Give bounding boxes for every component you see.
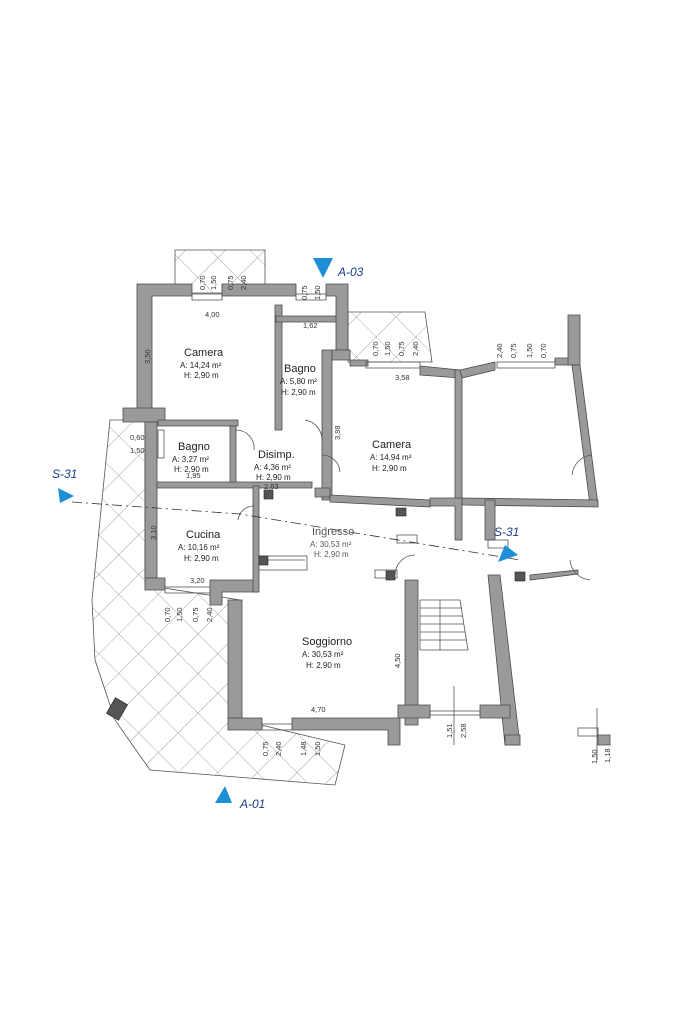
svg-text:A: 30,53 m²: A: 30,53 m² <box>310 540 352 549</box>
marker-s31-left-arrow <box>58 488 74 503</box>
marker-a01-arrow <box>215 786 232 803</box>
dim-soggiorno-height: 4,50 <box>393 653 402 668</box>
svg-text:H: 2,90 m: H: 2,90 m <box>372 464 407 473</box>
svg-text:1,48: 1,48 <box>299 741 308 756</box>
dim-stair-258: 2,58 <box>459 723 468 738</box>
svg-text:1,50: 1,50 <box>175 607 184 622</box>
svg-text:1,50: 1,50 <box>313 741 322 756</box>
marker-s31-right-label: S-31 <box>494 525 519 539</box>
window-dims-soggiorno: 0,75 2,40 1,48 1,50 <box>261 741 322 756</box>
window-dims-top-3: 0,70 1,50 0,75 2,40 <box>371 341 420 356</box>
dim-right-118: 1,18 <box>603 748 612 763</box>
svg-text:2,40: 2,40 <box>495 343 504 358</box>
dim-bagno1-width: 1,62 <box>303 321 318 330</box>
svg-text:A: 30,53 m²: A: 30,53 m² <box>302 650 344 659</box>
svg-text:H: 2,90 m: H: 2,90 m <box>281 388 316 397</box>
svg-text:2,40: 2,40 <box>274 741 283 756</box>
svg-text:A: 10,16 m²: A: 10,16 m² <box>178 543 220 552</box>
dim-camera2-height: 3,98 <box>333 425 342 440</box>
svg-text:H: 2,90 m: H: 2,90 m <box>256 473 291 482</box>
svg-text:2,40: 2,40 <box>205 607 214 622</box>
svg-text:Camera: Camera <box>184 347 224 359</box>
markers: A-03 A-01 S-31 S-31 <box>52 258 519 811</box>
marker-a03-label: A-03 <box>337 265 364 279</box>
window-dims-top-1: 0,70 1,50 0,75 2,40 <box>198 275 248 290</box>
dim-camera1-width: 4,00 <box>205 310 220 319</box>
fixtures <box>106 293 599 760</box>
svg-text:1,50: 1,50 <box>383 341 392 356</box>
dim-bagno2-width: 1,95 <box>186 471 201 480</box>
svg-text:0,70: 0,70 <box>163 607 172 622</box>
svg-text:Cucina: Cucina <box>186 529 221 541</box>
room-bagno-2: Bagno A: 3,27 m² H: 2,90 m <box>172 441 210 474</box>
room-camera-1: Camera A: 14,24 m² H: 2,90 m <box>180 347 224 380</box>
dim-terrace-060: 0,60 <box>130 433 145 442</box>
svg-text:0,75: 0,75 <box>397 341 406 356</box>
svg-text:2,40: 2,40 <box>411 341 420 356</box>
dim-camera2-width: 3,58 <box>395 373 410 382</box>
room-disimpegno: Disimp. A: 4,36 m² H: 2,90 m <box>254 449 295 482</box>
svg-text:A: 3,27 m²: A: 3,27 m² <box>172 455 209 464</box>
marker-a03-arrow <box>313 258 333 278</box>
svg-text:Disimp.: Disimp. <box>258 449 295 461</box>
svg-text:H: 2,90 m: H: 2,90 m <box>306 661 341 670</box>
svg-text:0,75: 0,75 <box>261 741 270 756</box>
marker-a01-label: A-01 <box>239 797 265 811</box>
svg-text:0,70: 0,70 <box>371 341 380 356</box>
walls <box>122 283 611 746</box>
dim-cucina-width: 3,20 <box>190 576 205 585</box>
dim-stair-151: 1,51 <box>445 723 454 738</box>
svg-text:1,50: 1,50 <box>209 275 218 290</box>
svg-text:H: 2,90 m: H: 2,90 m <box>184 554 219 563</box>
dimension-labels: 4,00 3,50 1,62 3,58 3,98 1,95 2,63 3,10 … <box>130 275 612 764</box>
dim-disimp-width: 2,63 <box>264 482 279 491</box>
svg-text:Soggiorno: Soggiorno <box>302 636 352 648</box>
window-dims-cucina: 0,70 1,50 0,75 2,40 <box>163 607 214 622</box>
svg-text:A: 14,94 m²: A: 14,94 m² <box>370 453 412 462</box>
svg-text:H: 2,90 m: H: 2,90 m <box>174 465 209 474</box>
svg-text:0,75: 0,75 <box>509 343 518 358</box>
staircase <box>419 599 469 651</box>
room-labels: Camera A: 14,24 m² H: 2,90 m Bagno A: 5,… <box>172 347 412 670</box>
svg-text:1,50: 1,50 <box>313 285 322 300</box>
dim-terrace-150: 1,50 <box>130 446 145 455</box>
svg-text:0,70: 0,70 <box>539 343 548 358</box>
svg-text:H: 2,90 m: H: 2,90 m <box>314 550 349 559</box>
svg-text:1,50: 1,50 <box>525 343 534 358</box>
marker-s31-right-arrow <box>498 545 518 562</box>
svg-text:2,40: 2,40 <box>239 275 248 290</box>
dim-right-150: 1,50 <box>590 749 599 764</box>
svg-text:A: 5,80 m²: A: 5,80 m² <box>280 377 317 386</box>
window-dims-top-2: 0,75 1,50 <box>300 285 322 300</box>
room-camera-2: Camera A: 14,94 m² H: 2,90 m <box>370 439 412 473</box>
room-cucina: Cucina A: 10,16 m² H: 2,90 m <box>178 529 221 563</box>
svg-text:Bagno: Bagno <box>178 441 210 453</box>
window-dims-top-4: 2,40 0,75 1,50 0,70 <box>495 343 548 358</box>
dim-soggiorno-width: 4,70 <box>311 705 326 714</box>
svg-text:H: 2,90 m: H: 2,90 m <box>184 371 219 380</box>
svg-text:0,75: 0,75 <box>191 607 200 622</box>
dim-cucina-height: 3,10 <box>149 525 158 540</box>
svg-text:0,75: 0,75 <box>226 275 235 290</box>
room-soggiorno: Soggiorno A: 30,53 m² H: 2,90 m <box>302 636 352 670</box>
svg-text:Ingresso: Ingresso <box>312 526 354 538</box>
svg-text:A: 14,24 m²: A: 14,24 m² <box>180 361 222 370</box>
svg-text:Bagno: Bagno <box>284 363 316 375</box>
svg-text:0,75: 0,75 <box>300 285 309 300</box>
room-ingresso: Ingresso A: 30,53 m² H: 2,90 m <box>310 526 354 559</box>
dim-camera1-height: 3,50 <box>143 349 152 364</box>
svg-text:0,70: 0,70 <box>198 275 207 290</box>
svg-text:Camera: Camera <box>372 439 412 451</box>
section-line <box>71 501 521 561</box>
room-bagno-1: Bagno A: 5,80 m² H: 2,90 m <box>280 363 317 397</box>
marker-s31-left-label: S-31 <box>52 467 77 481</box>
svg-text:A: 4,36 m²: A: 4,36 m² <box>254 463 291 472</box>
